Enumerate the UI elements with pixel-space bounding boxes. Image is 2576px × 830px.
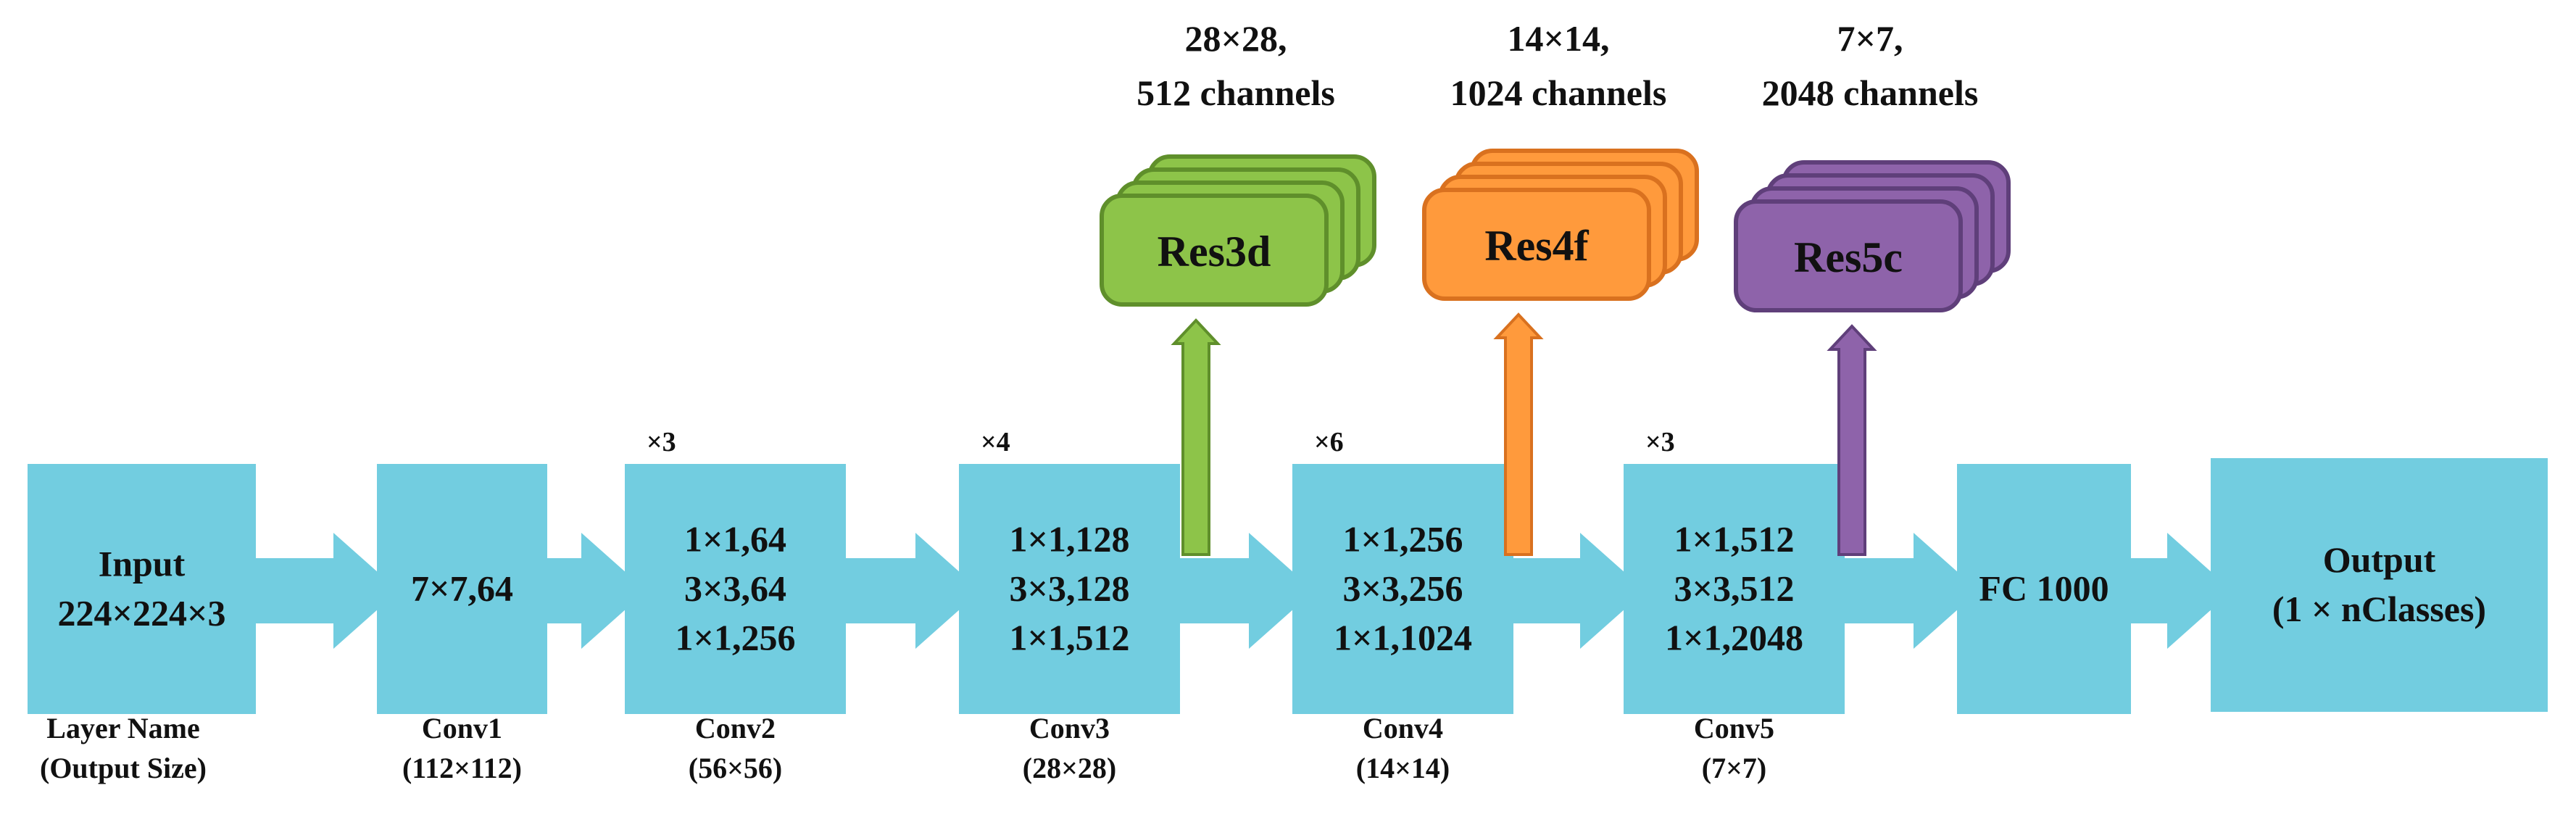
- block-conv1-box: [377, 464, 547, 714]
- block-conv5-line-2: 1×1,2048: [1665, 618, 1803, 658]
- block-conv3-line-2: 1×1,512: [1010, 618, 1130, 658]
- block-conv4-line-1: 3×3,256: [1343, 568, 1463, 609]
- block-conv2-repeat: ×3: [647, 427, 676, 457]
- flow-arrow-conv3-to-conv4: [1173, 533, 1314, 649]
- block-conv2-box: [625, 464, 846, 714]
- res3d-card-0: [1100, 194, 1329, 307]
- res5c-card-0: [1734, 199, 1963, 312]
- flow-arrow-input-to-conv1: [249, 533, 399, 649]
- feature-res3d: Res3d 28×28, 512 channels: [1100, 18, 1376, 556]
- block-conv4-repeat: ×6: [1314, 427, 1344, 457]
- block-conv5-repeat: ×3: [1645, 427, 1675, 457]
- res3d-desc-1: 512 channels: [1137, 72, 1335, 113]
- block-conv5-caption-0: Conv5: [1694, 712, 1774, 744]
- flow-arrow-conv2-to-conv3: [839, 533, 981, 649]
- block-conv5-caption-1: (7×7): [1702, 752, 1766, 784]
- res4f-desc-0: 14×14,: [1508, 18, 1610, 59]
- block-output: Output (1 × nClasses): [2211, 458, 2548, 712]
- feature-res4f: Res4f 14×14, 1024 channels: [1422, 18, 1699, 556]
- block-conv3-caption-1: (28×28): [1023, 752, 1116, 784]
- block-conv2-line-2: 1×1,256: [676, 618, 796, 658]
- block-input-box: [28, 464, 256, 714]
- block-conv1-caption-0: Conv1: [422, 712, 502, 744]
- block-input-line-0: Input: [99, 544, 186, 584]
- res3d-label: Res3d: [1158, 228, 1271, 275]
- res5c-desc-0: 7×7,: [1837, 18, 1903, 59]
- block-conv5-line-0: 1×1,512: [1674, 519, 1795, 560]
- block-conv3-repeat: ×4: [981, 427, 1010, 457]
- feature-res5c: Res5c 7×7, 2048 channels: [1734, 18, 2011, 556]
- block-conv1-line-0: 7×7,64: [411, 568, 513, 609]
- up-arrow-res4f: [1493, 312, 1544, 556]
- block-conv3-caption-0: Conv3: [1029, 712, 1110, 744]
- block-output-box: [2211, 458, 2548, 712]
- res5c-label: Res5c: [1794, 233, 1903, 281]
- block-fc-line-0: FC 1000: [1979, 568, 2108, 609]
- block-input-caption-0: Layer Name: [46, 712, 199, 744]
- block-conv2-caption-1: (56×56): [689, 752, 782, 784]
- block-fc: FC 1000: [1957, 464, 2131, 714]
- res5c-desc-1: 2048 channels: [1762, 72, 1979, 113]
- block-conv2-line-1: 3×3,64: [684, 568, 786, 609]
- res4f-card-0: [1422, 188, 1651, 301]
- flow-arrow-conv5-to-fc: [1837, 533, 1979, 649]
- flow-arrows-layer: [249, 533, 2232, 649]
- block-conv2-line-0: 1×1,64: [684, 519, 786, 560]
- block-conv2-caption-0: Conv2: [695, 712, 776, 744]
- res4f-desc-1: 1024 channels: [1450, 72, 1667, 113]
- res4f-label: Res4f: [1484, 222, 1589, 270]
- block-conv3-box: [959, 464, 1180, 714]
- res3d-desc-0: 28×28,: [1185, 18, 1287, 59]
- block-conv4-caption-1: (14×14): [1356, 752, 1450, 784]
- block-conv4-box: [1292, 464, 1513, 714]
- flow-arrow-conv4-to-conv5: [1506, 533, 1645, 649]
- block-input-caption-1: (Output Size): [40, 752, 207, 784]
- flow-arrow-conv1-to-conv2: [540, 533, 647, 649]
- block-fc-box: [1957, 464, 2131, 714]
- block-conv4-line-2: 1×1,1024: [1334, 618, 1472, 658]
- block-input-line-1: 224×224×3: [58, 593, 226, 634]
- block-conv4-caption-0: Conv4: [1363, 712, 1443, 744]
- block-conv5-line-1: 3×3,512: [1674, 568, 1795, 609]
- block-output-line-0: Output: [2323, 539, 2436, 580]
- block-conv3-line-0: 1×1,128: [1010, 519, 1130, 560]
- up-arrow-res3d: [1171, 318, 1221, 556]
- block-conv4-line-0: 1×1,256: [1343, 519, 1463, 560]
- block-conv5-box: [1624, 464, 1845, 714]
- up-arrow-res5c: [1827, 324, 1877, 556]
- flow-arrow-fc-to-output: [2124, 533, 2232, 649]
- block-conv3-line-1: 3×3,128: [1010, 568, 1130, 609]
- block-output-line-1: (1 × nClasses): [2272, 589, 2486, 629]
- block-conv1-caption-1: (112×112): [402, 752, 522, 784]
